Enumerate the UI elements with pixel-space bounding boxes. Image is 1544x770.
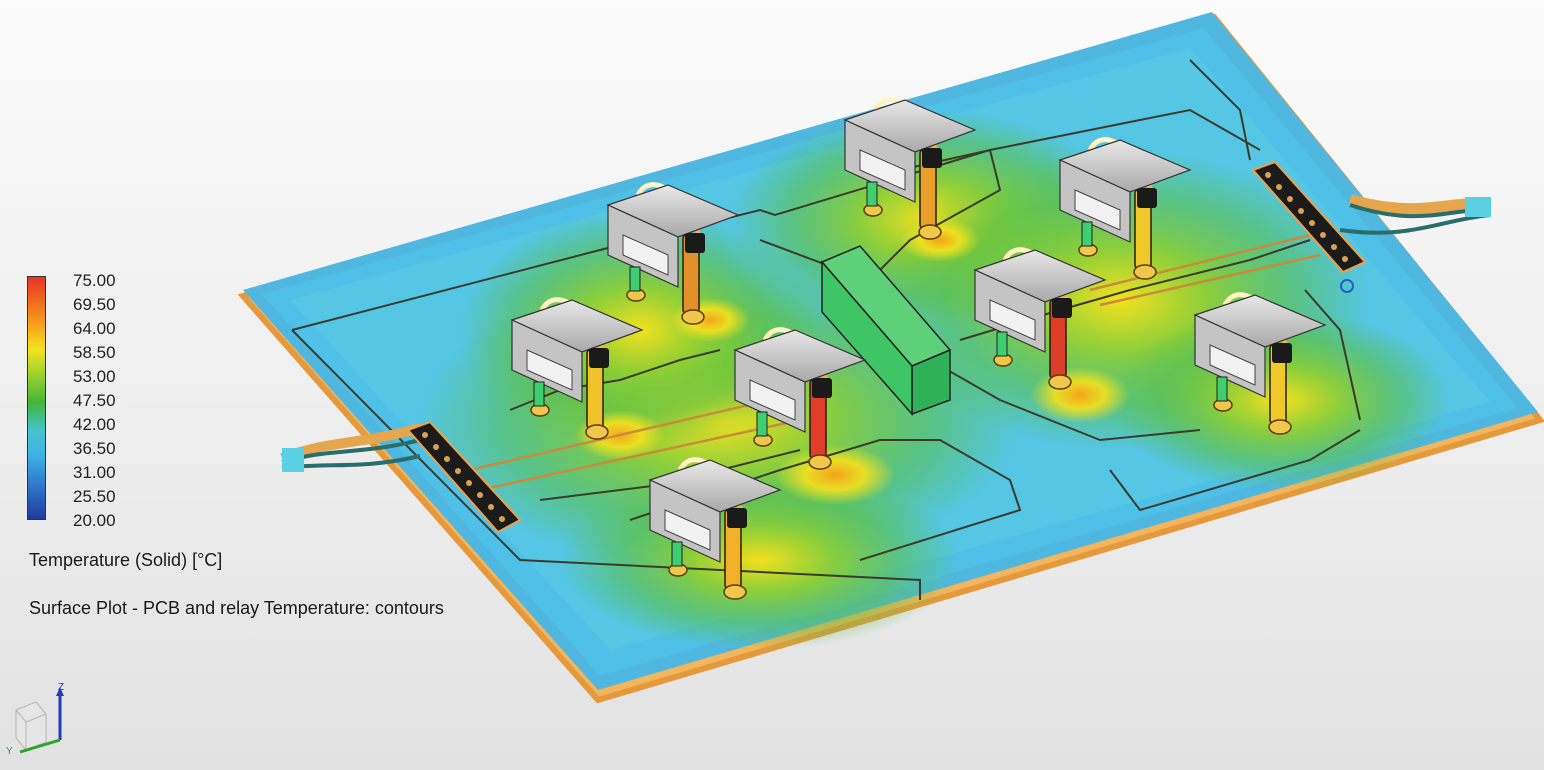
legend-tick: 47.50 — [73, 391, 116, 410]
z-axis-label: Z — [58, 682, 64, 693]
legend-tick: 20.00 — [73, 511, 116, 530]
color-scale-bar — [27, 276, 46, 520]
relays — [510, 97, 1327, 600]
legend-tick: 53.00 — [73, 367, 116, 386]
relay — [1058, 137, 1192, 280]
plot-caption: Surface Plot - PCB and relay Temperature… — [29, 598, 444, 618]
relay — [648, 457, 782, 600]
signal-lines — [469, 233, 1321, 492]
relay — [606, 182, 740, 325]
relay — [843, 97, 977, 240]
relay — [733, 327, 867, 470]
left-connector — [280, 420, 522, 534]
legend-tick: 31.00 — [73, 463, 116, 482]
y-axis-label: Y — [6, 746, 13, 755]
center-component — [820, 245, 952, 416]
legend-tick: 58.50 — [73, 343, 116, 362]
legend-tick: 36.50 — [73, 439, 116, 458]
right-connector — [1251, 160, 1491, 293]
legend-tick: 75.00 — [73, 271, 116, 290]
y-axis-arrow — [19, 738, 61, 754]
axis-triad[interactable]: Z Y — [6, 680, 76, 755]
relay — [973, 247, 1107, 390]
legend-tick: 25.50 — [73, 487, 116, 506]
legend-tick: 64.00 — [73, 319, 116, 338]
legend-tick: 42.00 — [73, 415, 116, 434]
legend-tick: 69.50 — [73, 295, 116, 314]
relay — [510, 297, 644, 440]
relay — [1193, 292, 1327, 435]
legend-quantity-label: Temperature (Solid) [°C] — [29, 550, 223, 570]
